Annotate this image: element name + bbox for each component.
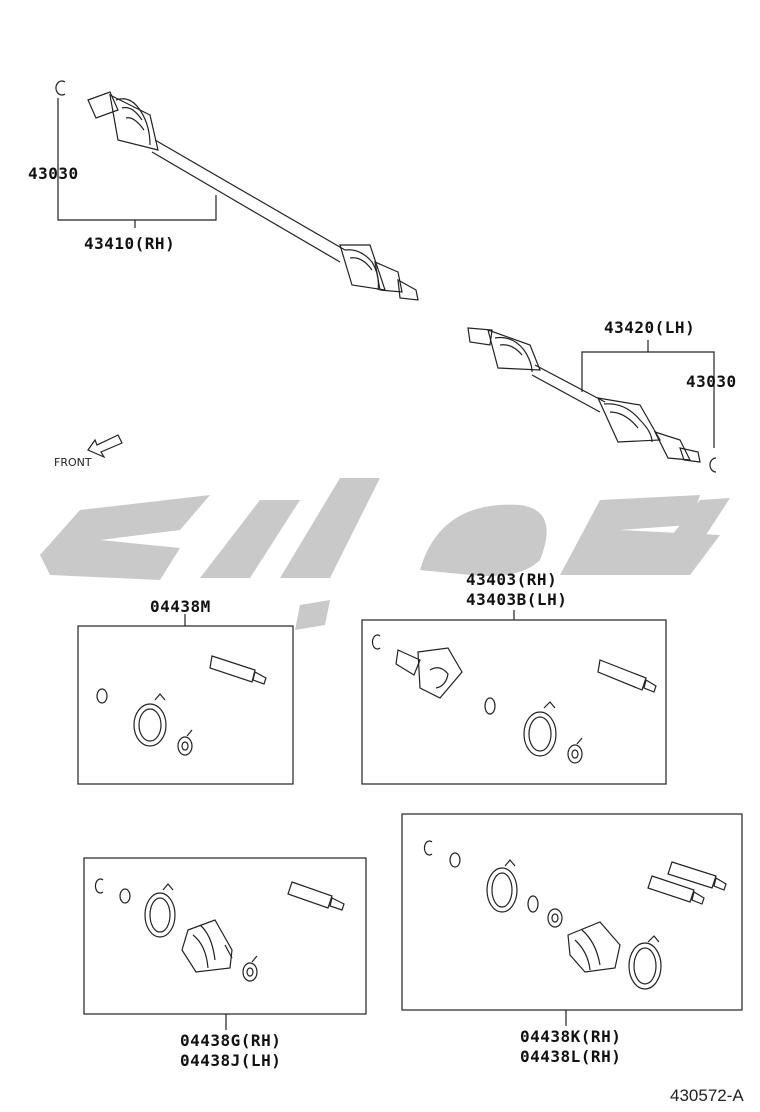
label-joint-lh: 43403B(LH) [466,590,568,609]
kit-box-g [83,857,367,1015]
drive-shaft-rh [87,91,419,301]
kit-box-k [401,813,743,1011]
kit-g-parts [94,878,345,982]
label-kit-m: 04438M [150,597,211,616]
label-kit-g: 04438G(RH) [180,1031,282,1050]
kit-box-joint [361,619,667,785]
figure-id: 430572-A [670,1086,744,1105]
label-front: FRONT [54,456,92,469]
label-kit-k: 04438K(RH) [520,1027,622,1046]
label-clip-top: 43030 [28,164,79,183]
kit-box-m [77,625,294,785]
kit-m-parts [96,655,267,756]
label-kit-j: 04438J(LH) [180,1051,282,1070]
label-shaft-lh: 43420(LH) [604,318,696,337]
front-arrow-icon [87,434,123,459]
label-kit-l: 04438L(RH) [520,1047,622,1066]
leader-rh [57,98,217,221]
snap-ring-lh [709,457,717,473]
label-shaft-rh: 43410(RH) [84,234,176,253]
joint-parts [371,634,657,764]
drive-shaft-lh [467,327,701,463]
kit-k-parts [423,840,727,990]
label-joint-rh: 43403(RH) [466,570,558,589]
snap-ring-top [55,80,66,96]
label-clip-lh: 43030 [686,372,737,391]
watermark-logo [40,478,730,630]
